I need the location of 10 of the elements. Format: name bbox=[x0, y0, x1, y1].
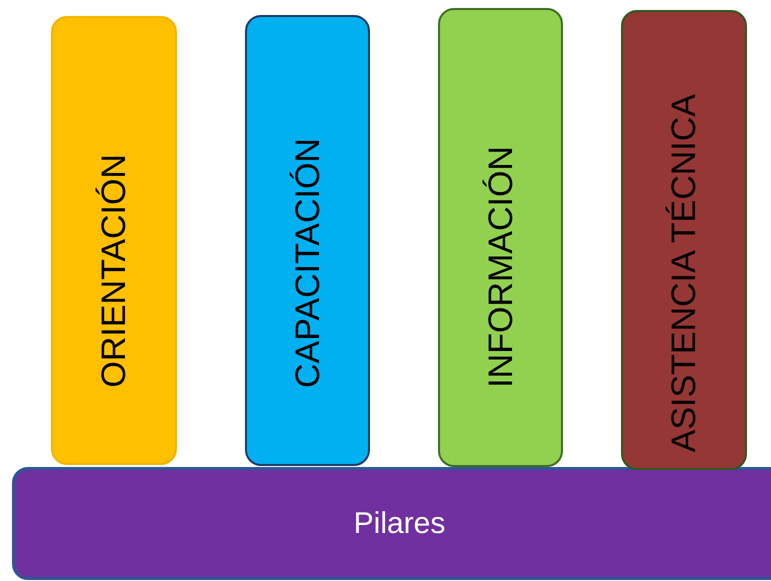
pillar-box bbox=[245, 15, 370, 466]
pillar-label: CAPACITACIÓN bbox=[290, 138, 324, 388]
base-label: Pilares bbox=[354, 506, 446, 540]
pillar-label: ASISTENCIA TÉCNICA bbox=[667, 94, 701, 452]
pillar-box bbox=[621, 10, 747, 470]
pillar-box bbox=[51, 16, 177, 465]
pillar-label: INFORMACIÓN bbox=[484, 146, 518, 388]
base-bar bbox=[12, 467, 771, 580]
pillar-box bbox=[438, 8, 563, 467]
pillar-label: ORIENTACIÓN bbox=[97, 154, 131, 388]
